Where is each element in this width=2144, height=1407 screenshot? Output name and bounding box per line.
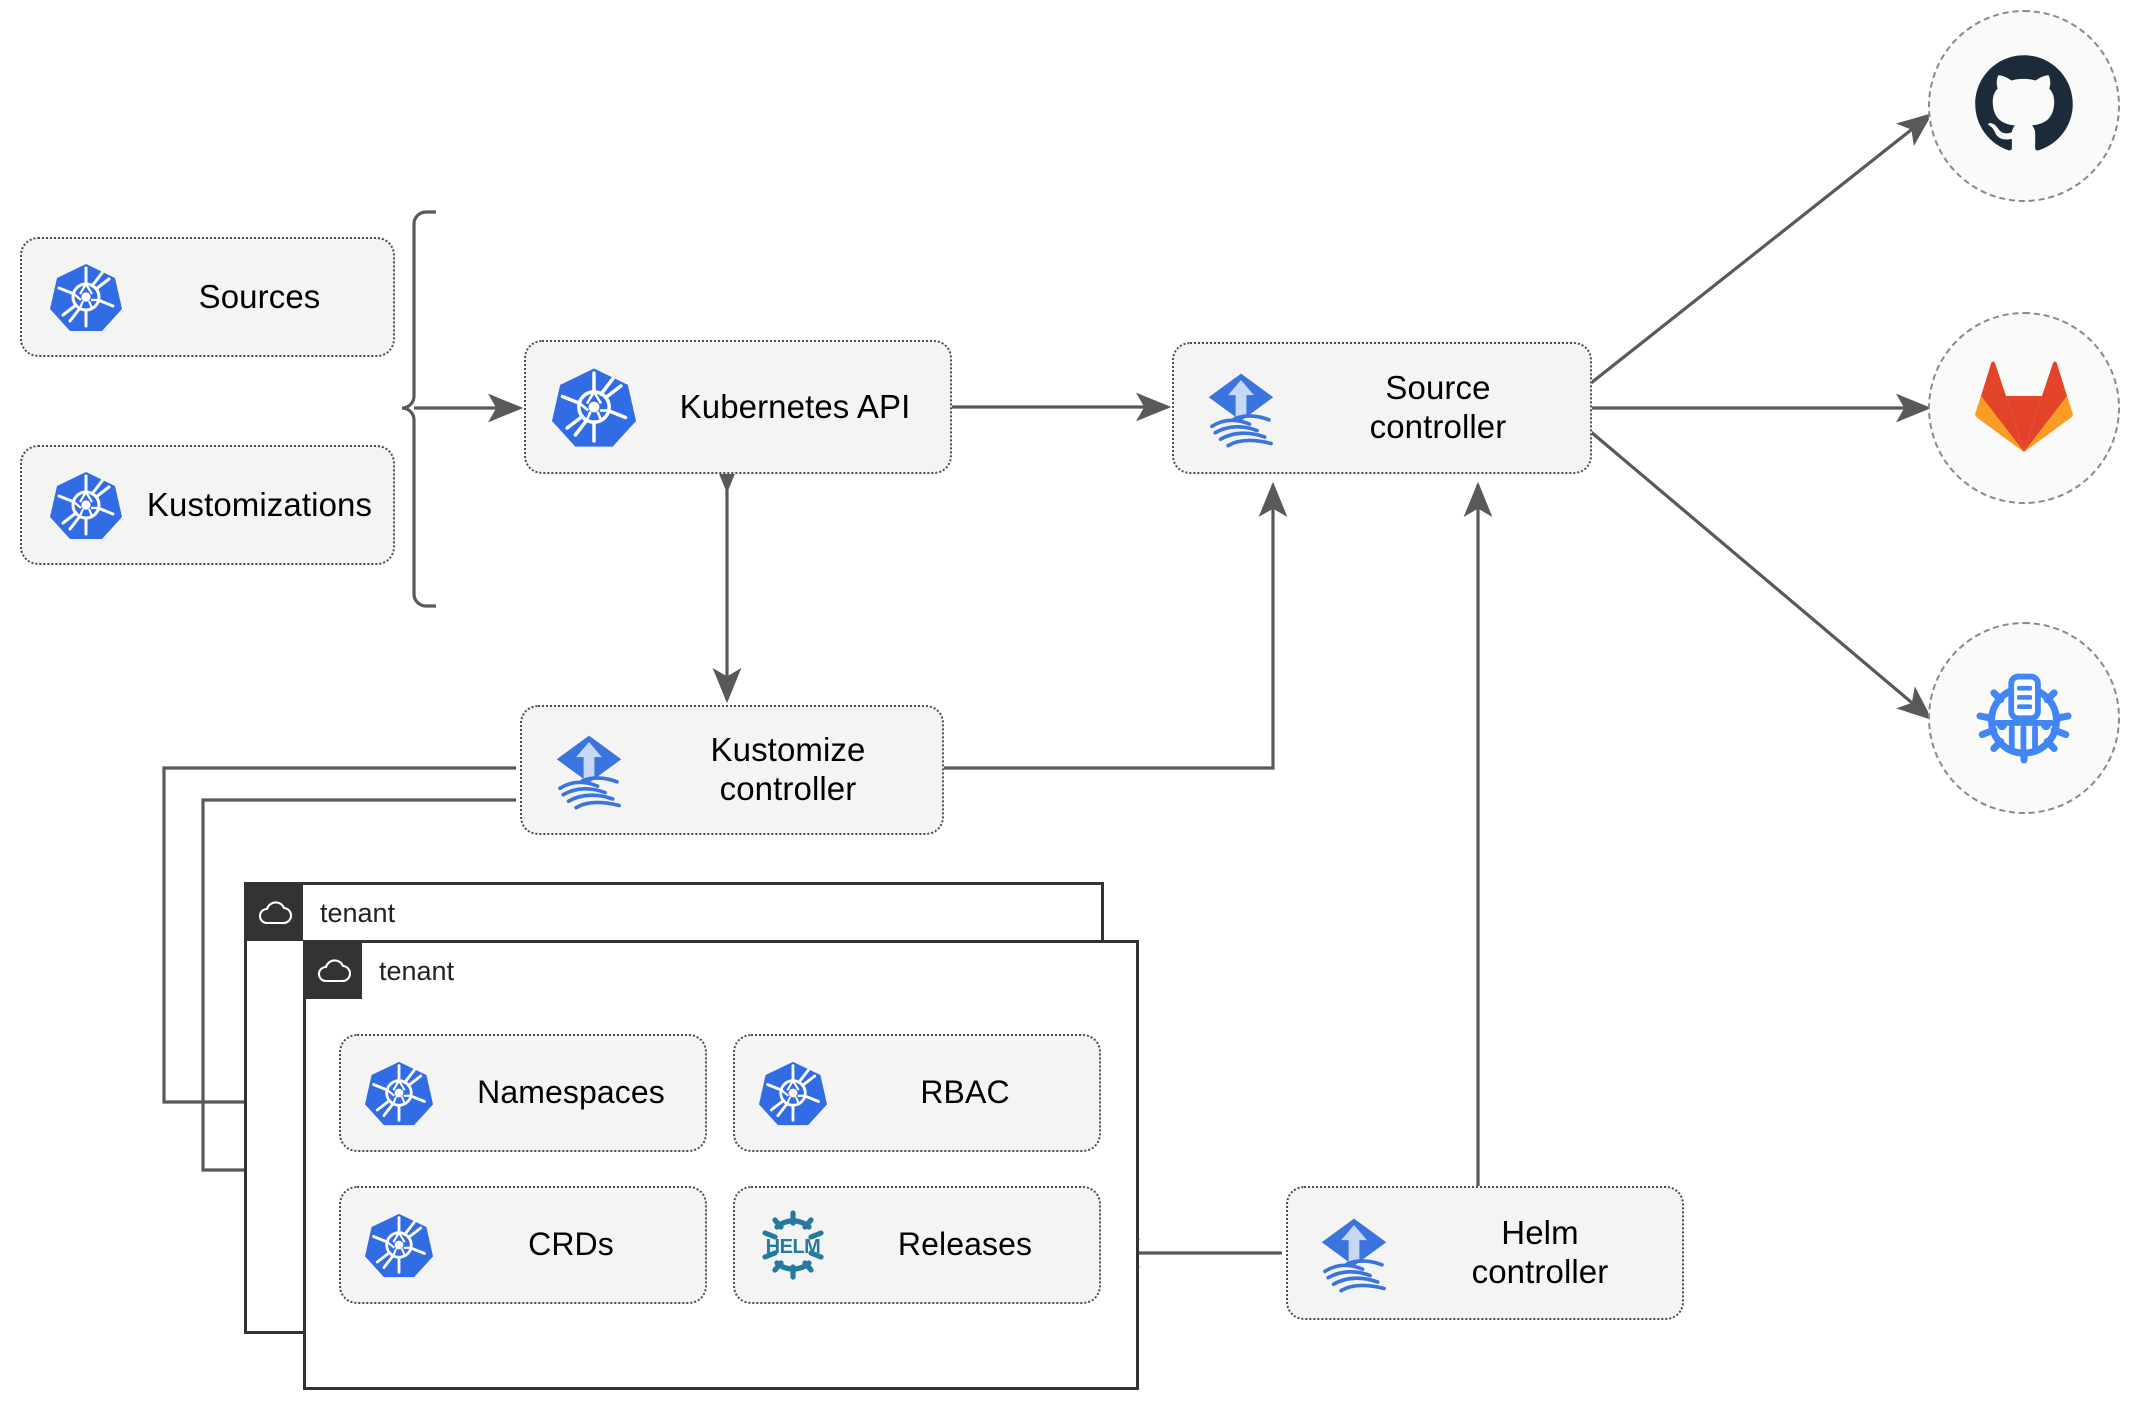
helm-icon: HELM <box>747 1199 839 1291</box>
kubernetes-icon <box>540 353 648 461</box>
gitlab-icon <box>1972 356 2076 461</box>
node-kustomize-controller[interactable]: Kustomize controller <box>520 705 944 835</box>
kubernetes-icon <box>747 1047 839 1139</box>
helm-repository-icon <box>1966 658 2082 779</box>
node-label: Sources <box>198 277 321 315</box>
node-label: Helm controller <box>1471 1214 1609 1290</box>
node-crds[interactable]: CRDs <box>339 1186 707 1304</box>
kubernetes-icon <box>38 249 134 345</box>
svg-text:HELM: HELM <box>766 1236 821 1258</box>
node-namespaces[interactable]: Namespaces <box>339 1034 707 1152</box>
node-releases[interactable]: HELM Releases <box>733 1186 1101 1304</box>
node-label: Source controller <box>1369 369 1507 445</box>
node-kubernetes-api[interactable]: Kubernetes API <box>524 340 952 474</box>
external-source-helm-repository[interactable] <box>1928 622 2120 814</box>
tenant-label: tenant <box>320 897 396 928</box>
tenant-label: tenant <box>379 955 455 986</box>
node-kustomizations[interactable]: Kustomizations <box>20 445 395 565</box>
node-rbac[interactable]: RBAC <box>733 1034 1101 1152</box>
github-icon <box>1971 51 2077 162</box>
node-label: Namespaces <box>477 1074 665 1111</box>
node-helm-controller[interactable]: Helm controller <box>1286 1186 1684 1320</box>
node-label: Kustomizations <box>146 485 373 523</box>
tenant-panel-front[interactable]: tenant <box>303 940 1139 1390</box>
node-source-controller[interactable]: Source controller <box>1172 342 1592 474</box>
kubernetes-icon <box>353 1199 445 1291</box>
node-label: CRDs <box>528 1226 614 1263</box>
cloud-icon <box>247 885 303 941</box>
external-source-gitlab[interactable] <box>1928 312 2120 504</box>
node-label: Kubernetes API <box>679 387 911 425</box>
external-source-github[interactable] <box>1928 10 2120 202</box>
cloud-icon <box>306 943 362 999</box>
kubernetes-icon <box>38 457 134 553</box>
node-label: Releases <box>897 1226 1033 1263</box>
flux-icon <box>1302 1201 1406 1305</box>
flux-icon <box>1188 355 1294 461</box>
tenant-header: tenant <box>247 885 395 941</box>
kubernetes-icon <box>353 1047 445 1139</box>
node-label: RBAC <box>920 1074 1010 1111</box>
node-label: Kustomize controller <box>710 731 866 807</box>
node-sources[interactable]: Sources <box>20 237 395 357</box>
tenant-header: tenant <box>306 943 454 999</box>
flux-icon <box>536 717 642 823</box>
